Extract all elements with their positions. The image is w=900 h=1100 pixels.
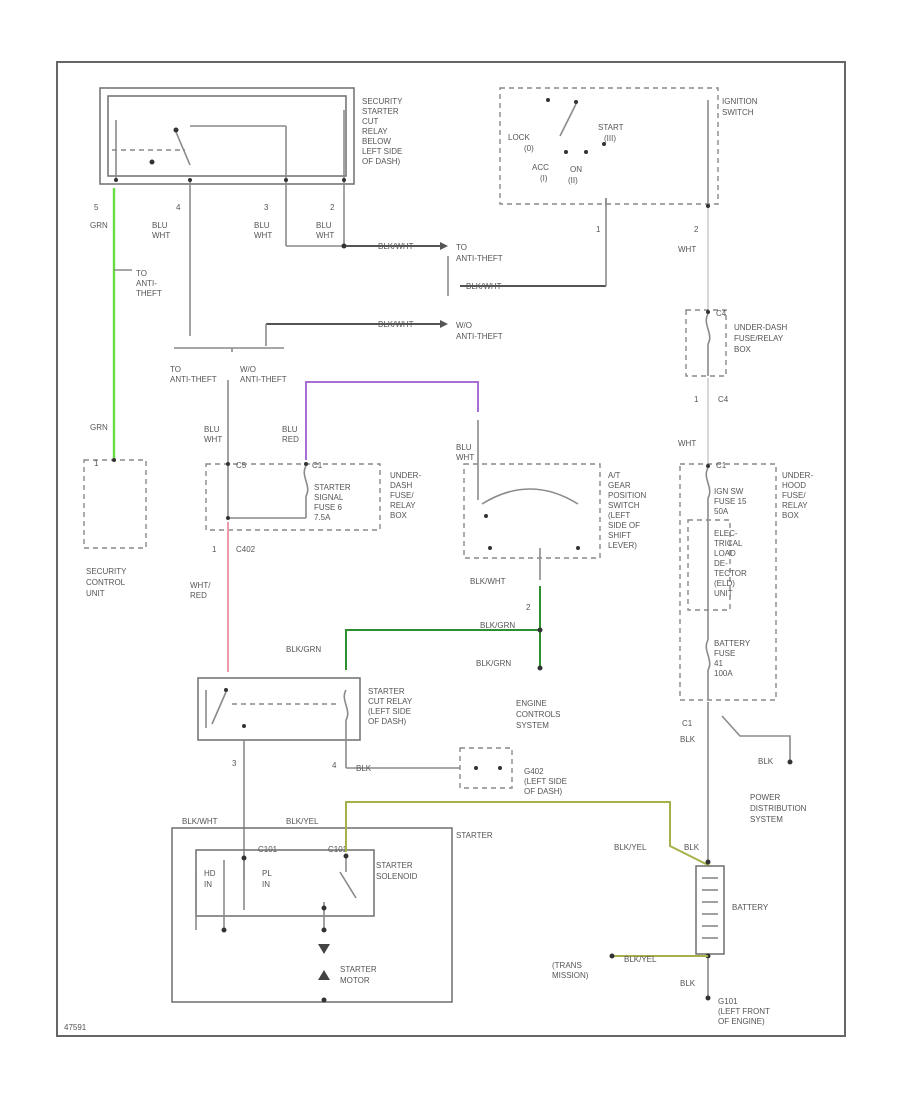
grn-wire-label-2: GRN [90,423,108,432]
c-pin-c1: C1 [312,461,323,470]
olive-wire [345,801,711,867]
blkwht-wire-1: BLK/WHT [378,242,414,251]
blk-wire-2: BLK [680,735,696,744]
blkwht-wire-3: BLK/WHT [378,320,414,329]
underdash-fuse-box [205,462,381,531]
ign-on-pin: (II) [568,176,578,185]
blk-wire-pd: BLK [758,757,774,766]
pin-2-ign: 2 [694,225,699,234]
blk-wire-batt: BLK [684,843,700,852]
blk-wire-g402: BLK [356,764,372,773]
ign-start: START [598,123,624,132]
pin-2-at: 2 [526,603,531,612]
ignition-switch [499,87,719,208]
blkyel-wire-3: BLK/YEL [624,955,657,964]
at-gear-position-switch [463,420,601,580]
purple-wire [305,381,479,460]
pin-1-ign: 1 [596,225,601,234]
blkyel-wire-2: BLK/YEL [614,843,647,852]
ign-lock: LOCK [508,133,530,142]
pin-4-label: 4 [176,203,181,212]
wht-wire-2: WHT [678,439,696,448]
footer-code: 47591 [64,1023,87,1032]
c-4-label: C4 [716,309,727,318]
security-starter-cut-relay [99,87,355,185]
c101-label: C101 [258,845,278,854]
ign-acc: ACC [532,163,549,172]
blk-grn-3: BLK/GRN [476,659,511,668]
battery-label: BATTERY [732,903,769,912]
pin-4-relay: 4 [332,761,337,770]
pin-3-label: 3 [264,203,269,212]
blkwht-wire-5: BLK/WHT [182,817,218,826]
c1-hood-label: C1 [716,461,727,470]
ign-on: ON [570,165,582,174]
blkyel-wire-1: BLK/YEL [286,817,319,826]
security-control-unit: 1 [83,458,147,549]
pin-2-label: 2 [330,203,335,212]
pin-1-pink: 1 [212,545,217,554]
ign-acc-pin: (I) [540,174,548,183]
diagram-frame [56,61,846,1037]
pin-1-c4: 1 [694,395,699,404]
battery [695,859,725,959]
blk-grn-1: BLK/GRN [480,621,515,630]
pin-3-relay: 3 [232,759,237,768]
blk-grn-2: BLK/GRN [286,645,321,654]
c402-label: C402 [236,545,256,554]
pin-5-label: 5 [94,203,99,212]
ign-lock-pin: (0) [524,144,534,153]
c1-hood-2-label: C1 [682,719,693,728]
underhood-fuse-box [679,463,777,701]
blk-wire-4: BLK [680,979,696,988]
blkwht-wire-4: BLK/WHT [470,577,506,586]
c4-label: C4 [718,395,729,404]
dark-green-wire-2 [345,629,540,670]
blkwht-wire-2: BLK/WHT [466,282,502,291]
grn-wire-label: GRN [90,221,108,230]
c-pin-c5: C5 [236,461,247,470]
ign-start-pin: (III) [604,134,616,143]
wht-wire-ign: WHT [678,245,696,254]
c101-label-2: C101 [328,845,348,854]
scu-pin-label: 1 [94,459,99,468]
wht-red-wire: WHT/RED [190,581,211,600]
starter-assembly [171,827,453,1003]
starter-label: STARTER [456,831,493,840]
